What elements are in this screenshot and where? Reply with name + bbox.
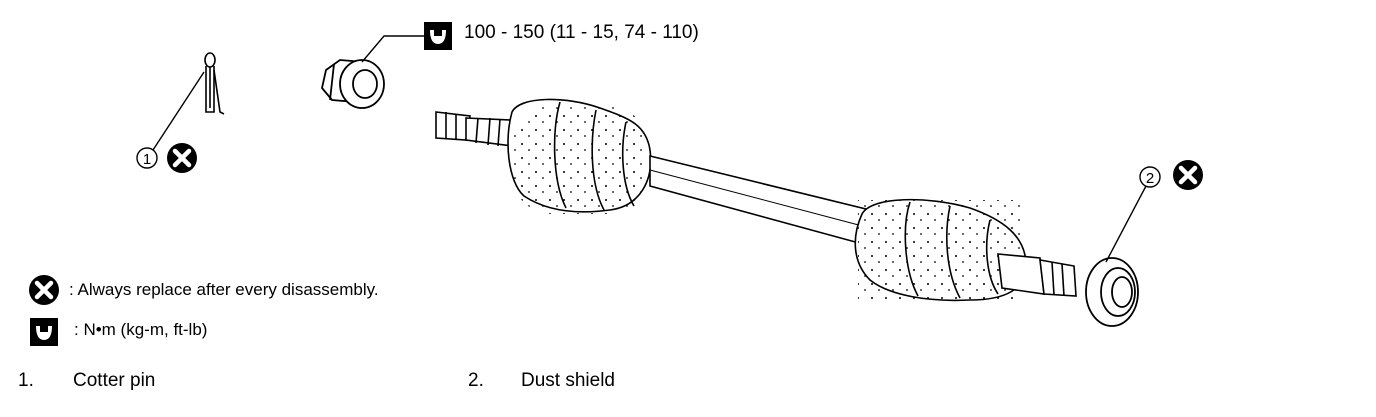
parts-list-name-2: Dust shield bbox=[521, 370, 615, 391]
parts-list-number-2: 2. bbox=[468, 370, 484, 391]
replace-x-icon bbox=[1173, 160, 1203, 190]
legend-replace-text: : Always replace after every disassembly… bbox=[69, 280, 379, 299]
cotter-pin bbox=[204, 52, 225, 115]
torque-wrench-icon bbox=[424, 22, 452, 50]
callout-1-marker: 1 bbox=[136, 147, 158, 169]
legend-torque-text: : N•m (kg-m, ft-lb) bbox=[74, 320, 208, 339]
callout-1-number: 1 bbox=[143, 151, 151, 168]
parts-list-number-1: 1. bbox=[18, 370, 34, 391]
dust-shield bbox=[1085, 257, 1139, 327]
drive-shaft bbox=[435, 98, 1077, 302]
torque-leader bbox=[361, 35, 424, 63]
torque-spec-label: 100 - 150 (11 - 15, 74 - 110) bbox=[464, 22, 699, 43]
legend-torque-wrench-icon bbox=[30, 318, 58, 346]
legend-replace-x-icon bbox=[29, 275, 59, 305]
hub-nut bbox=[321, 59, 385, 109]
parts-list-name-1: Cotter pin bbox=[73, 370, 156, 391]
callout-2-number: 2 bbox=[1146, 170, 1154, 187]
callout-2-marker: 2 bbox=[1139, 166, 1161, 188]
replace-x-icon bbox=[167, 143, 197, 173]
callout-2-leader bbox=[1105, 185, 1147, 263]
callout-1-leader bbox=[152, 71, 205, 151]
